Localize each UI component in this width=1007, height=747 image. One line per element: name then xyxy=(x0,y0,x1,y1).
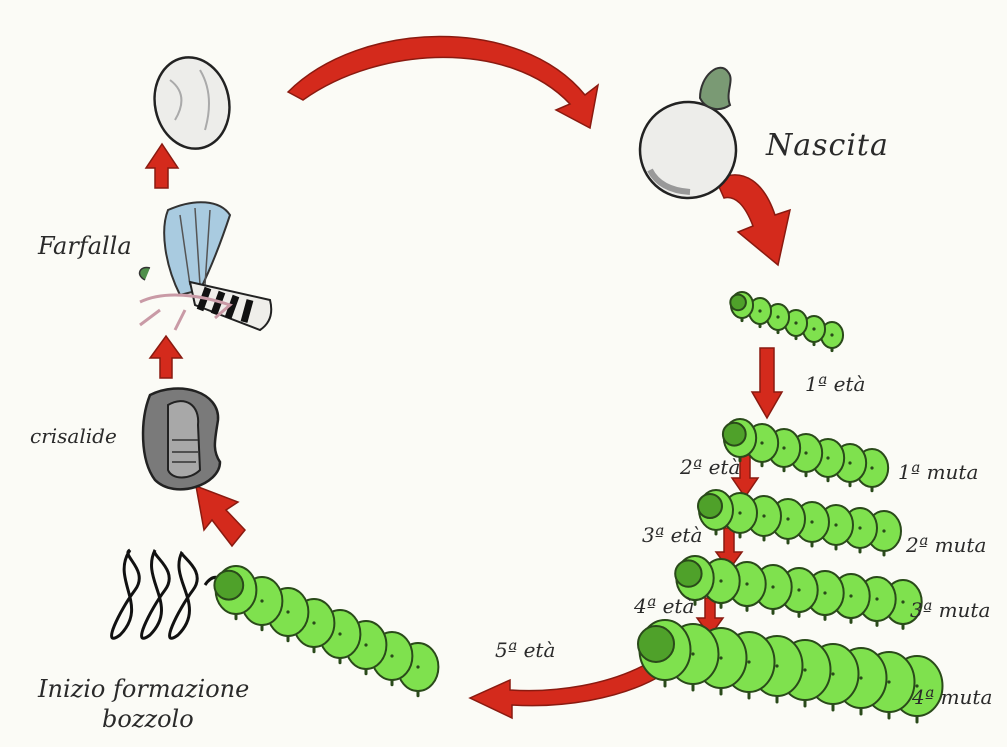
butterfly-illustration xyxy=(140,202,272,330)
caterpillars xyxy=(214,292,942,722)
caterpillar-stage-1 xyxy=(730,292,843,351)
label-muta-3: 3ª muta xyxy=(910,598,990,622)
arrow-butterfly-to-egg xyxy=(146,144,178,188)
caterpillar-stage-5-large xyxy=(638,620,943,722)
label-crisalide: crisalide xyxy=(30,424,117,448)
label-muta-2: 2ª muta xyxy=(906,533,986,557)
label-eta-5: 5ª età xyxy=(495,638,555,662)
label-eta-4: 4ª età xyxy=(634,594,694,618)
label-eta-3: 3ª età xyxy=(642,523,702,547)
label-bozzolo-line2: bozzolo xyxy=(102,705,194,733)
chrysalis-illustration xyxy=(143,388,220,489)
label-farfalla: Farfalla xyxy=(38,232,132,260)
cocoon-threads-illustration xyxy=(112,550,230,638)
arrow-larva5-to-cocoon xyxy=(470,662,662,718)
arrow-chrysalis-to-butterfly xyxy=(150,336,182,378)
arrow-hatching-to-larva xyxy=(716,175,790,265)
label-eta-1: 1ª età xyxy=(805,372,865,396)
arrow-larva1-down xyxy=(752,348,782,418)
egg-illustration xyxy=(146,50,238,155)
label-bozzolo-line1: Inizio formazione xyxy=(38,675,249,703)
label-nascita: Nascita xyxy=(766,128,889,163)
arrow-cocoon-to-chrysalis xyxy=(196,486,245,546)
label-eta-2: 2ª età xyxy=(680,455,740,479)
arrow-egg-to-hatching xyxy=(288,36,598,128)
label-muta-4: 4ª muta xyxy=(912,685,992,709)
label-muta-1: 1ª muta xyxy=(898,460,978,484)
